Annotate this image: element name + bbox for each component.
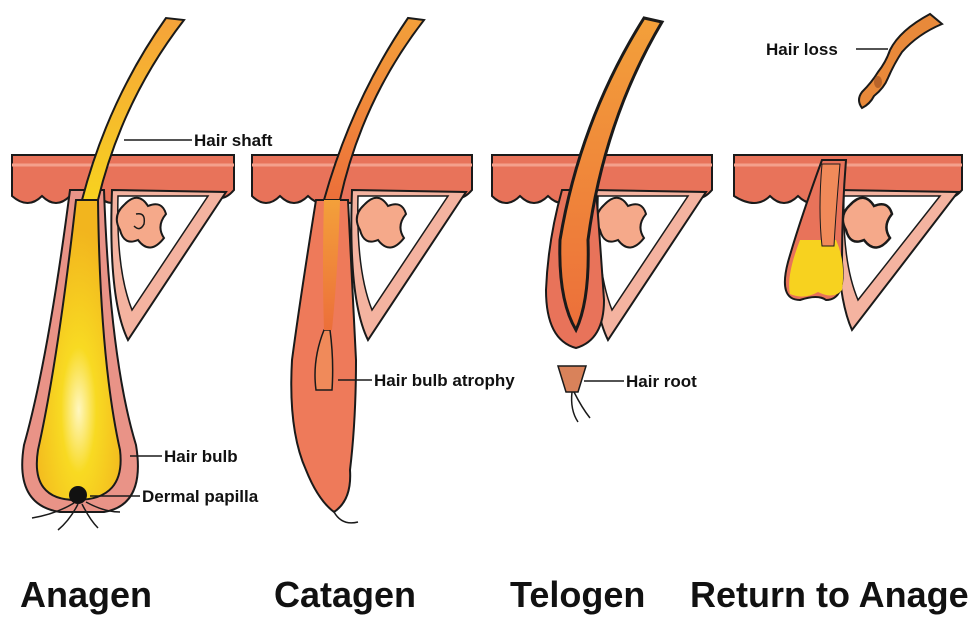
anagen-dermal-papilla xyxy=(69,486,87,504)
return-new-hair-bulb xyxy=(789,240,843,297)
telogen-illustration xyxy=(492,18,712,422)
stage-title-return-to-anagen: Return to Anagen xyxy=(690,572,969,618)
label-hair-loss: Hair loss xyxy=(766,40,838,59)
label-hair-bulb-atrophy: Hair bulb atrophy xyxy=(374,371,515,390)
stage-title-catagen: Catagen xyxy=(274,572,416,618)
label-hair-bulb: Hair bulb xyxy=(164,447,238,466)
hair-loss-shaft xyxy=(859,14,942,108)
stage-title-telogen: Telogen xyxy=(510,572,645,618)
telogen-hair-root xyxy=(558,366,586,392)
catagen-sebaceous-gland xyxy=(357,198,406,248)
anagen-sebaceous-gland xyxy=(117,198,166,248)
return-sebaceous-gland xyxy=(843,198,892,248)
label-dermal-papilla: Dermal papilla xyxy=(142,487,259,506)
catagen-illustration xyxy=(252,18,472,523)
stage-title-anagen: Anagen xyxy=(20,572,152,618)
label-hair-shaft: Hair shaft xyxy=(194,131,273,150)
telogen-sebaceous-gland xyxy=(597,198,646,248)
label-hair-root: Hair root xyxy=(626,372,697,391)
return-to-anagen-illustration xyxy=(734,14,962,330)
